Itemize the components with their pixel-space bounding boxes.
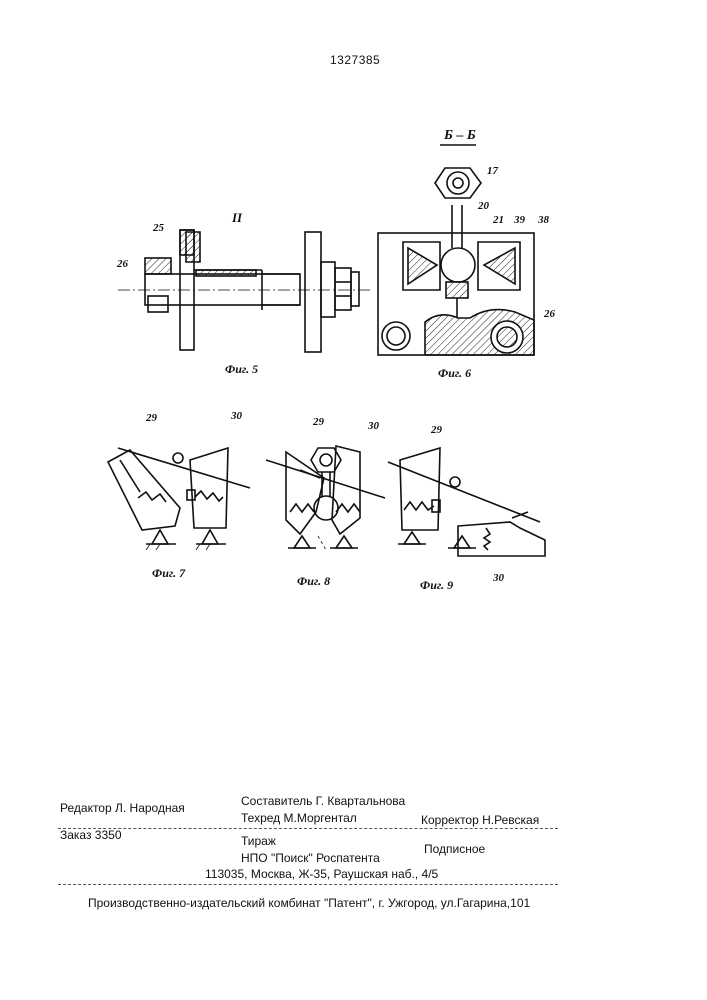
fig7-caption: Фиг. 7 xyxy=(152,566,185,581)
part-number: 30 xyxy=(368,420,379,432)
imprint-address: 113035, Москва, Ж-35, Раушская наб., 4/5 xyxy=(205,867,438,881)
fig8-caption: Фиг. 8 xyxy=(297,574,330,589)
divider xyxy=(58,884,558,885)
imprint-org: НПО "Поиск" Роспатента xyxy=(241,851,380,865)
fig7-drawing xyxy=(108,448,250,550)
fig9-drawing xyxy=(388,448,545,556)
part-number: 21 xyxy=(493,214,504,226)
part-number: 29 xyxy=(313,416,324,428)
fig8-drawing xyxy=(266,446,385,550)
imprint-printer: Производственно-издательский комбинат "П… xyxy=(88,896,530,910)
part-number: 26 xyxy=(117,258,128,270)
fig9-caption: Фиг. 9 xyxy=(420,578,453,593)
part-number: 17 xyxy=(487,165,498,177)
part-number: 30 xyxy=(231,410,242,422)
imprint-tirazh: Тираж xyxy=(241,834,276,848)
part-number: 29 xyxy=(431,424,442,436)
part-number: 29 xyxy=(146,412,157,424)
fig6-drawing xyxy=(378,145,534,355)
part-number: 39 xyxy=(514,214,525,226)
part-number: 20 xyxy=(478,200,489,212)
fig5-drawing xyxy=(118,230,370,352)
imprint-editor: Редактор Л. Народная xyxy=(60,801,185,815)
imprint-subscription: Подписное xyxy=(424,842,485,856)
part-number: 25 xyxy=(153,222,164,234)
part-number: 26 xyxy=(544,308,555,320)
fig5-caption: Фиг. 5 xyxy=(225,362,258,377)
view-label-ii: II xyxy=(232,210,242,226)
divider xyxy=(58,828,558,829)
imprint-techred: Техред М.Моргентал xyxy=(241,811,357,825)
imprint-corrector: Корректор Н.Ревская xyxy=(421,813,539,827)
part-number: 30 xyxy=(493,572,504,584)
section-label-bb: Б – Б xyxy=(444,128,476,144)
part-number: 38 xyxy=(538,214,549,226)
fig6-caption: Фиг. 6 xyxy=(438,366,471,381)
imprint-compiler: Составитель Г. Квартальнова xyxy=(241,794,405,808)
imprint-order: Заказ 3350 xyxy=(60,828,122,842)
